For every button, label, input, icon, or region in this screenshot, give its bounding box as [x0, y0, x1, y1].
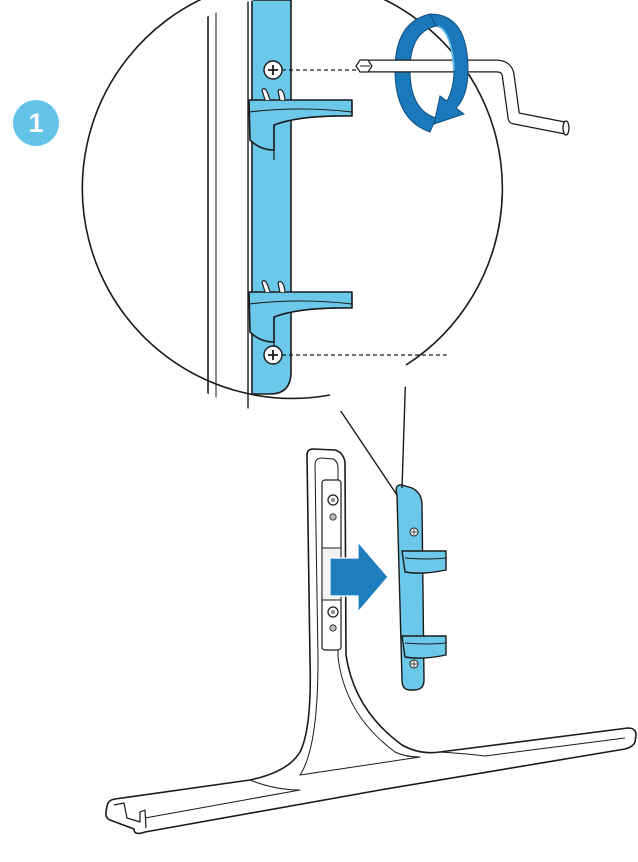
upper-screw — [263, 60, 283, 80]
step-number-badge: 1 — [13, 100, 59, 146]
insert-arrow — [329, 540, 389, 614]
step-number: 1 — [28, 107, 44, 138]
tv-stand — [105, 448, 637, 835]
cable-clip-bracket — [395, 484, 447, 691]
lower-screw — [263, 345, 283, 365]
rotate-clockwise-arrow-icon — [394, 13, 437, 133]
allen-key-icon — [355, 13, 570, 136]
right-arrow-icon — [329, 540, 389, 614]
